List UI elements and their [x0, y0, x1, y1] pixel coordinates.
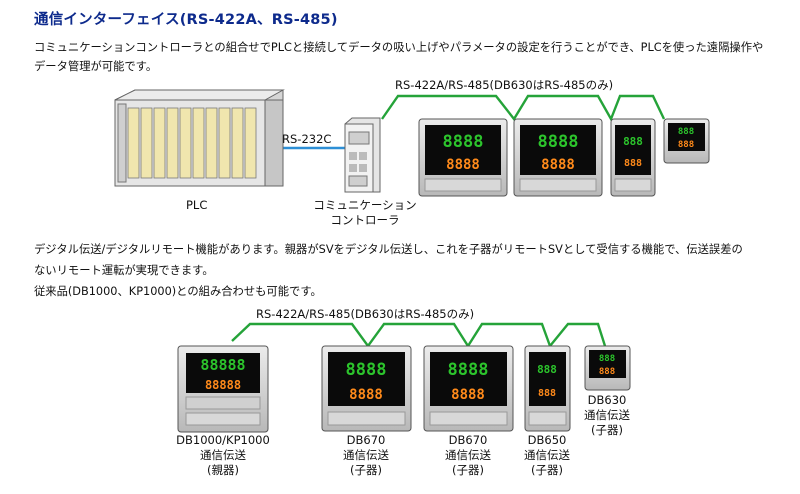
svg-text:888: 888	[537, 363, 557, 376]
svg-text:888: 888	[599, 354, 615, 364]
device-caption-line3: (子器)	[531, 463, 563, 477]
svg-text:888: 888	[538, 388, 556, 399]
controller-top-2: 8888 8888	[513, 118, 603, 197]
section2-text-line3: 従来品(DB1000、KP1000)との組み合わせも可能です。	[34, 285, 322, 298]
section1-text-line1: コミュニケーションコントローラとの組合せでPLCと接続してデータの吸い上げやパラ…	[34, 41, 764, 54]
device-model: DB670	[448, 433, 488, 447]
communication-controller-device	[344, 117, 381, 193]
plc-device	[114, 89, 285, 187]
device-caption-line3: (子器)	[591, 423, 623, 437]
controller-top-3: 888 888	[610, 118, 656, 197]
device-caption-line2: 通信伝送	[343, 448, 389, 462]
device-caption-line2: 通信伝送	[445, 448, 491, 462]
svg-text:8888: 8888	[349, 387, 383, 403]
device-db670-2: 8888 8888	[423, 345, 514, 432]
device-caption-line2: 通信伝送	[524, 448, 570, 462]
svg-text:8888: 8888	[443, 132, 484, 152]
device-db670-1: 8888 8888	[321, 345, 412, 432]
device-caption-db670-1: DB670 通信伝送 (子器)	[326, 433, 406, 478]
device-caption-db650: DB650 通信伝送 (子器)	[512, 433, 582, 478]
svg-text:888: 888	[599, 367, 615, 377]
svg-text:888: 888	[624, 158, 642, 169]
section2-text-line2: ないリモート運転が実現できます。	[34, 264, 214, 277]
device-db1000: 88888 88888	[177, 345, 269, 433]
section1-text-line2: データ管理が可能です。	[34, 60, 158, 73]
converter-label-line2: コントローラ	[330, 213, 400, 227]
svg-text:88888: 88888	[205, 378, 241, 392]
svg-text:888: 888	[678, 140, 694, 150]
svg-text:8888: 8888	[538, 132, 579, 152]
converter-label: コミュニケーション コントローラ	[300, 198, 430, 228]
device-caption-line3: (子器)	[350, 463, 382, 477]
device-caption-db1000: DB1000/KP1000 通信伝送 (親器)	[153, 433, 293, 478]
svg-text:8888: 8888	[448, 360, 489, 380]
device-caption-line3: (親器)	[207, 463, 239, 477]
bus-label-bottom: RS-422A/RS-485(DB630はRS-485のみ)	[256, 307, 475, 321]
device-model: DB650	[527, 433, 567, 447]
section2-text-line1: デジタル伝送/デジタルリモート機能があります。親器がSVをデジタル伝送し、これを…	[34, 243, 743, 256]
page-title: 通信インターフェイス(RS-422A、RS-485)	[34, 12, 338, 28]
svg-text:8888: 8888	[541, 157, 575, 173]
svg-text:8888: 8888	[446, 157, 480, 173]
device-db650: 888 888	[524, 345, 571, 432]
controller-top-4: 888 888	[663, 118, 710, 164]
svg-text:888: 888	[678, 127, 694, 137]
device-caption-line2: 通信伝送	[200, 448, 246, 462]
device-db630: 888 888	[584, 345, 631, 391]
rs232-label: RS-232C	[282, 132, 332, 146]
device-caption-line3: (子器)	[452, 463, 484, 477]
controller-top-1: 8888 8888	[418, 118, 508, 197]
device-caption-line2: 通信伝送	[584, 408, 630, 422]
converter-label-line1: コミュニケーション	[313, 198, 417, 212]
bus-line-bottom	[231, 322, 607, 349]
device-model: DB630	[587, 393, 627, 407]
bus-label-top: RS-422A/RS-485(DB630はRS-485のみ)	[395, 78, 614, 92]
svg-text:8888: 8888	[451, 387, 485, 403]
device-caption-db670-2: DB670 通信伝送 (子器)	[428, 433, 508, 478]
svg-text:88888: 88888	[200, 356, 245, 374]
plc-label: PLC	[186, 198, 208, 212]
device-model: DB670	[346, 433, 386, 447]
svg-text:8888: 8888	[346, 360, 387, 380]
device-model: DB1000/KP1000	[176, 433, 270, 447]
device-caption-db630: DB630 通信伝送 (子器)	[572, 393, 642, 438]
svg-text:888: 888	[623, 135, 643, 148]
bus-line-top	[381, 94, 666, 122]
